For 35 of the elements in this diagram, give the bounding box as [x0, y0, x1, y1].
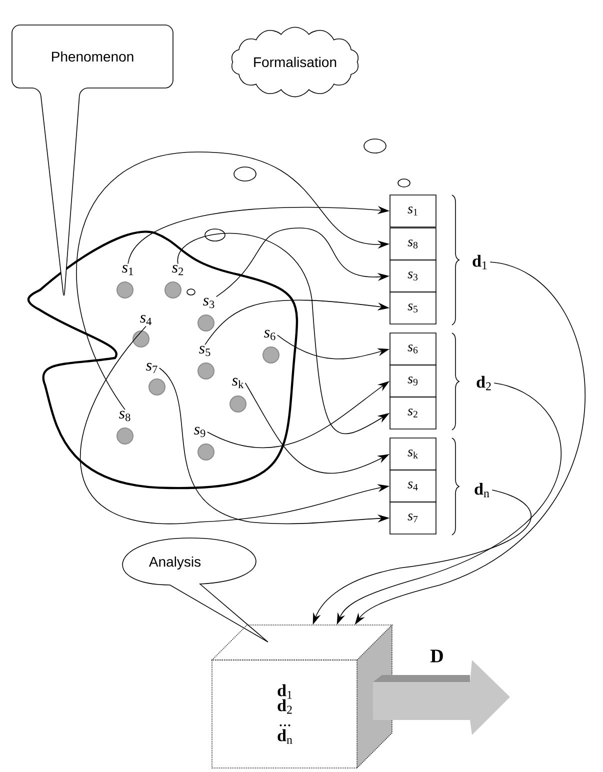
node-label: s$_{4}$ [140, 314, 152, 326]
group-label: d$_{2}$ [476, 376, 491, 390]
table-cell: s$_{5}$ [390, 292, 436, 324]
node-label: s$_{7}$ [146, 362, 158, 374]
node-label: s$_{k}$ [232, 378, 244, 388]
node-label: s$_{6}$ [264, 330, 276, 340]
table-cell: s$_{9}$ [390, 364, 436, 398]
data-point: s$_{1}$ [116, 264, 134, 298]
data-point: s$_{k}$ [230, 378, 246, 412]
data-point: s$_{3}$ [198, 298, 214, 332]
table-cell: s$_{4}$ [390, 470, 436, 502]
group-label: d$_{n}$ [474, 482, 490, 498]
data-point: s$_{7}$ [146, 362, 166, 396]
table-cell: s$_{3}$ [390, 260, 436, 292]
node-label: s$_{2}$ [172, 264, 184, 276]
table-cell: s$_{k}$ [390, 438, 436, 470]
table-cell: s$_{6}$ [390, 332, 436, 366]
data-point: s$_{8}$ [116, 410, 134, 444]
node-label: s$_{5}$ [199, 346, 210, 356]
table-cell: s$_{1}$ [390, 194, 436, 228]
node-label: s$_{9}$ [194, 426, 206, 438]
speech-callout: Analysis [122, 538, 268, 642]
data-point: s$_{5}$ [198, 346, 214, 380]
node-label: s$_{3}$ [203, 298, 214, 308]
group-label: d$_{1}$ [472, 254, 487, 270]
node-label: s$_{1}$ [122, 264, 133, 276]
table-cell: s$_{8}$ [390, 228, 436, 260]
data-point: s$_{4}$ [132, 314, 152, 348]
thought-cloud: Formalisation [231, 26, 359, 98]
data-point: s$_{6}$ [262, 330, 280, 364]
table-cell: s$_{2}$ [390, 396, 436, 430]
node-label: s$_{8}$ [119, 410, 130, 422]
arrow-label: D [430, 650, 443, 662]
data-point: s$_{9}$ [194, 426, 214, 460]
table-cell: s$_{7}$ [390, 502, 436, 534]
